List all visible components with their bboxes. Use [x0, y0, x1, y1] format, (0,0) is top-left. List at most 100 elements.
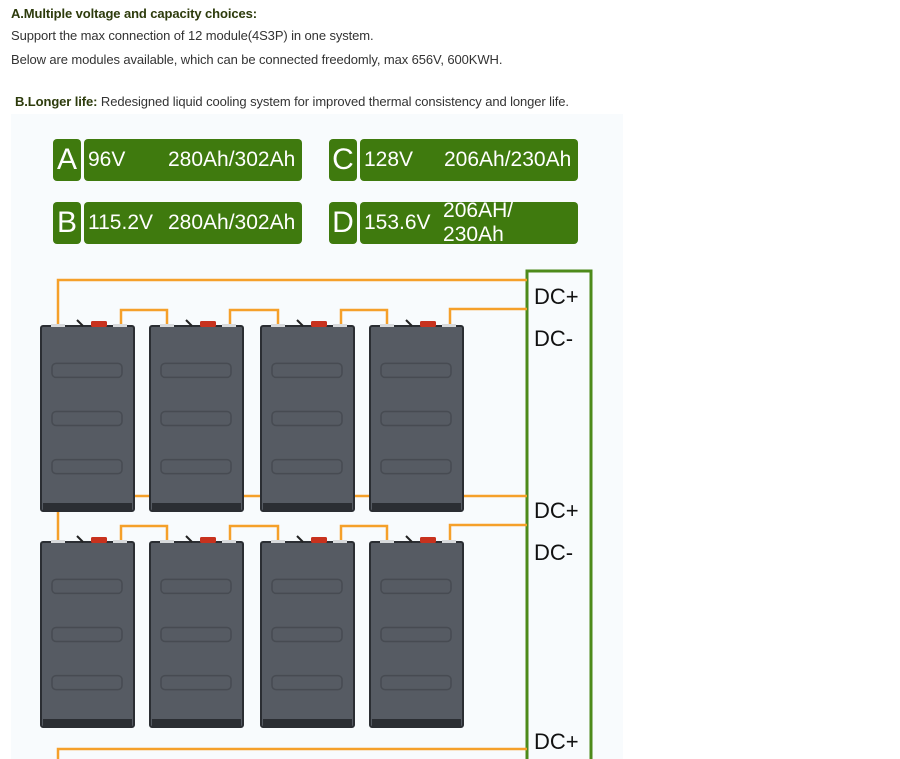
module-spec-body: 96V 280Ah/302Ah: [84, 139, 302, 181]
module-panel-groove: [271, 458, 343, 475]
module-letter: A: [53, 139, 81, 181]
module-panel-groove: [271, 410, 343, 427]
module-voltage: 115.2V: [88, 211, 153, 234]
module-voltage: 96V: [88, 148, 126, 171]
series-link-cable: [228, 308, 280, 328]
module-cable-lead: [185, 535, 193, 543]
module-casing: [369, 541, 464, 728]
module-panel-groove: [271, 674, 343, 691]
module-terminal: [442, 324, 456, 327]
module-panel-groove: [160, 578, 232, 595]
module-casing: [369, 325, 464, 512]
heading-a-text: A.Multiple voltage and capacity choices:: [11, 6, 257, 21]
series-link-cable: [119, 308, 169, 328]
battery-module: [369, 319, 464, 512]
module-terminal: [442, 540, 456, 543]
module-capacity: 280Ah/302Ah: [168, 148, 296, 171]
battery-module: [149, 319, 244, 512]
module-capacity: 206AH/ 230Ah: [443, 199, 514, 246]
dc-plus-label-2: DC+: [534, 498, 579, 523]
module-red-connector: [420, 537, 436, 543]
wiring-svg: DC+ DC- DC+ DC- DC+: [40, 269, 593, 759]
dc-plus-label-1: DC+: [534, 284, 579, 309]
module-terminal: [333, 324, 347, 327]
battery-module: [260, 535, 355, 728]
module-casing: [260, 325, 355, 512]
module-casing: [149, 541, 244, 728]
module-terminal: [160, 324, 174, 327]
module-voltage: 128V: [364, 148, 414, 171]
module-terminal: [51, 324, 65, 327]
module-panel-groove: [160, 410, 232, 427]
module-panel-groove: [380, 362, 452, 379]
module-panel-groove: [160, 458, 232, 475]
negative-cable: [448, 307, 527, 328]
positive-cable: [56, 747, 527, 759]
module-panel-groove: [380, 410, 452, 427]
module-panel-groove: [271, 626, 343, 643]
longer-life-paragraph: B.Longer life: Redesigned liquid cooling…: [15, 94, 569, 109]
module-cable-lead: [76, 535, 84, 543]
module-casing: [40, 325, 135, 512]
dc-minus-label-1: DC-: [534, 326, 573, 351]
module-panel-groove: [51, 674, 123, 691]
module-panel-groove: [51, 410, 123, 427]
module-panel-groove: [51, 362, 123, 379]
battery-module: [369, 535, 464, 728]
module-cable-lead: [185, 319, 193, 327]
module-cable-lead: [405, 319, 413, 327]
module-base: [372, 719, 461, 726]
longer-life-text: Redesigned liquid cooling system for imp…: [97, 94, 569, 109]
module-panel-groove: [51, 626, 123, 643]
module-letter: C: [329, 139, 357, 181]
module-terminal: [160, 540, 174, 543]
module-casing: [40, 541, 135, 728]
module-cable-lead: [405, 535, 413, 543]
module-red-connector: [420, 321, 436, 327]
module-cable-lead: [296, 319, 304, 327]
heading-longer-life: B.Longer life:: [15, 94, 98, 109]
module-terminal: [271, 540, 285, 543]
module-terminal: [113, 324, 127, 327]
max-connection-text: Support the max connection of 12 module(…: [11, 28, 374, 43]
module-cable-lead: [296, 535, 304, 543]
module-panel-groove: [160, 362, 232, 379]
module-panel-groove: [271, 362, 343, 379]
module-panel-groove: [51, 458, 123, 475]
dc-bus-box: [525, 269, 593, 759]
module-panel-groove: [380, 674, 452, 691]
module-casing: [149, 325, 244, 512]
heading-voltage-capacity: A.Multiple voltage and capacity choices:: [11, 6, 257, 21]
module-spec-a: A 96V 280Ah/302Ah: [53, 139, 302, 181]
module-panel-groove: [380, 626, 452, 643]
module-casing: [260, 541, 355, 728]
series-link-cable: [339, 524, 389, 544]
module-base: [43, 503, 132, 510]
module-base: [372, 503, 461, 510]
module-cable-lead: [76, 319, 84, 327]
series-link-cable: [228, 524, 280, 544]
negative-cable: [448, 523, 527, 544]
module-panel-groove: [380, 578, 452, 595]
dc-minus-label-2: DC-: [534, 540, 573, 565]
module-terminal: [333, 540, 347, 543]
module-base: [152, 719, 241, 726]
module-panel-groove: [160, 674, 232, 691]
module-red-connector: [91, 537, 107, 543]
module-terminal: [222, 324, 236, 327]
module-terminal: [113, 540, 127, 543]
module-base: [263, 503, 352, 510]
module-terminal: [380, 540, 394, 543]
module-panel-groove: [160, 626, 232, 643]
series-link-cable: [119, 524, 169, 544]
module-letter: D: [329, 202, 357, 244]
battery-module: [40, 319, 135, 512]
module-panel-groove: [380, 458, 452, 475]
module-panel-groove: [271, 578, 343, 595]
series-link-cable: [339, 308, 389, 328]
module-red-connector: [200, 321, 216, 327]
